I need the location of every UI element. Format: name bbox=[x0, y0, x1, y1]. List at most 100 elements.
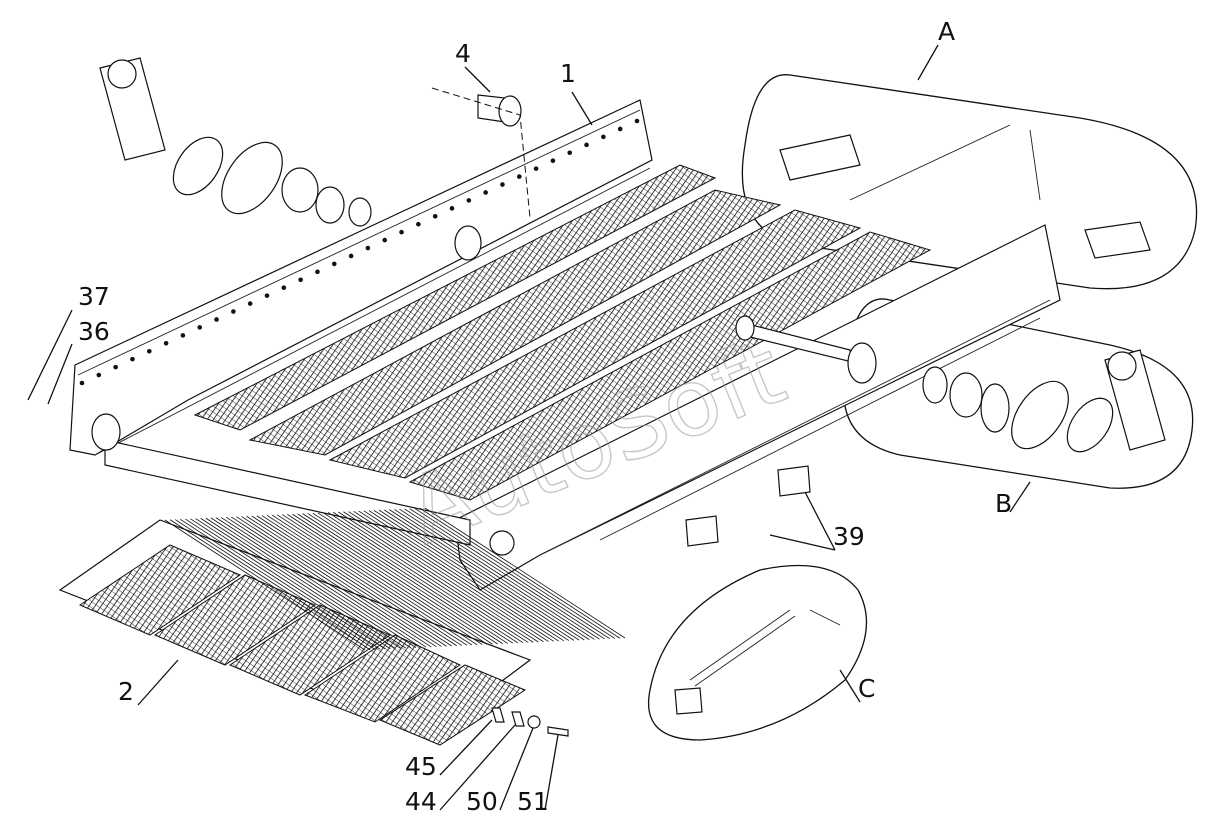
callout-39: 39 bbox=[833, 522, 865, 551]
callout-b: B bbox=[995, 489, 1012, 518]
sieve-finger bbox=[368, 510, 570, 641]
sieve-finger bbox=[419, 507, 621, 639]
rivet bbox=[483, 190, 488, 195]
sieve-finger bbox=[215, 517, 417, 648]
sieve-finger bbox=[190, 518, 391, 650]
sieve-finger bbox=[348, 511, 549, 642]
sieve-finger bbox=[276, 514, 478, 646]
rivet bbox=[348, 253, 354, 259]
rivet bbox=[399, 229, 404, 235]
sieve-finger bbox=[327, 512, 529, 643]
rivet bbox=[197, 325, 203, 330]
rivet bbox=[416, 221, 421, 227]
sieve-finger bbox=[333, 511, 534, 643]
sieve-finger bbox=[180, 518, 381, 650]
sieve-finger bbox=[195, 518, 396, 649]
rivet bbox=[516, 174, 522, 179]
shaft-assembly bbox=[91, 225, 877, 556]
sieve-finger bbox=[256, 515, 457, 647]
rivet bbox=[146, 348, 152, 354]
detail-balloon-c bbox=[648, 564, 868, 741]
sieve-finger bbox=[389, 509, 590, 640]
rivet bbox=[550, 158, 556, 163]
sieve-finger bbox=[174, 519, 376, 650]
sieve-finger bbox=[266, 514, 468, 646]
rivet bbox=[96, 372, 102, 378]
sieve-finger bbox=[164, 519, 366, 651]
sieve-finger bbox=[394, 509, 595, 640]
callout-50: 50 bbox=[466, 787, 498, 816]
bearing-bracket-lower bbox=[922, 349, 1166, 453]
callout-45: 45 bbox=[405, 752, 437, 781]
sieve-finger bbox=[231, 516, 432, 648]
rivet bbox=[130, 356, 135, 362]
sieve-finger bbox=[225, 516, 427, 648]
sieve-finger bbox=[282, 514, 483, 645]
sieve-finger bbox=[358, 510, 559, 642]
callout-1: 1 bbox=[560, 59, 576, 88]
rivet bbox=[601, 134, 606, 140]
rivet bbox=[584, 142, 589, 148]
rivet bbox=[466, 198, 472, 203]
rivet bbox=[214, 317, 219, 322]
sieve-finger bbox=[287, 514, 488, 645]
sieve-finger bbox=[414, 508, 616, 639]
linkage-a bbox=[779, 124, 1151, 259]
fasteners-45-44-50-51 bbox=[491, 707, 569, 737]
rivet bbox=[281, 285, 287, 291]
rivet bbox=[331, 261, 337, 267]
rivet bbox=[298, 277, 303, 283]
rivet bbox=[634, 118, 640, 124]
front-sieve bbox=[58, 519, 532, 746]
sieve-finger bbox=[246, 515, 447, 647]
rivet bbox=[264, 293, 270, 298]
sieve-finger bbox=[251, 515, 452, 647]
sieve-finger bbox=[338, 511, 539, 643]
callout-2: 2 bbox=[118, 677, 134, 706]
sieve-finger bbox=[322, 512, 524, 644]
sieve-finger bbox=[317, 512, 519, 644]
rivet bbox=[180, 333, 186, 338]
rivet bbox=[247, 301, 253, 306]
callout-44: 44 bbox=[405, 787, 437, 816]
sieve-finger bbox=[205, 517, 407, 649]
sleeve-part-4 bbox=[431, 87, 531, 219]
main-frame bbox=[69, 99, 1061, 591]
sieve-finger bbox=[404, 508, 605, 640]
rivet bbox=[449, 206, 455, 211]
rivet bbox=[567, 150, 573, 156]
rivet bbox=[113, 364, 118, 370]
rivet bbox=[432, 213, 438, 219]
linkage-c bbox=[674, 609, 841, 715]
sieve-finger bbox=[409, 508, 610, 640]
sieve-mesh-upper bbox=[193, 164, 932, 501]
detail-balloon-a bbox=[741, 74, 1198, 290]
callout-36: 36 bbox=[78, 317, 110, 346]
sieve-finger bbox=[383, 509, 585, 641]
sieve-finger bbox=[363, 510, 565, 642]
rivet-row bbox=[79, 118, 640, 386]
callout-37: 37 bbox=[78, 282, 110, 311]
sieve-finger bbox=[343, 511, 544, 643]
rivet bbox=[382, 237, 388, 243]
rivet bbox=[533, 166, 539, 171]
sieve-finger bbox=[302, 513, 503, 644]
sieve-finger bbox=[353, 510, 554, 642]
sieve-finger bbox=[236, 516, 437, 648]
sieve-finger bbox=[220, 517, 422, 648]
bracket-part-39 bbox=[685, 465, 811, 547]
leader-lines bbox=[27, 44, 1031, 811]
rivet bbox=[231, 309, 236, 314]
sieve-finger bbox=[185, 518, 386, 650]
callout-4: 4 bbox=[455, 39, 471, 68]
bearing-bracket-upper bbox=[99, 57, 372, 227]
callout-c: C bbox=[858, 674, 875, 703]
sieve-finger bbox=[378, 509, 580, 641]
sieve-finger bbox=[261, 515, 463, 646]
sieve-finger bbox=[169, 519, 371, 651]
rivet bbox=[315, 269, 320, 275]
rivet bbox=[617, 126, 623, 132]
sieve-finger bbox=[200, 518, 401, 649]
front-sieve-fingers bbox=[164, 507, 626, 651]
sieve-finger bbox=[210, 517, 412, 649]
